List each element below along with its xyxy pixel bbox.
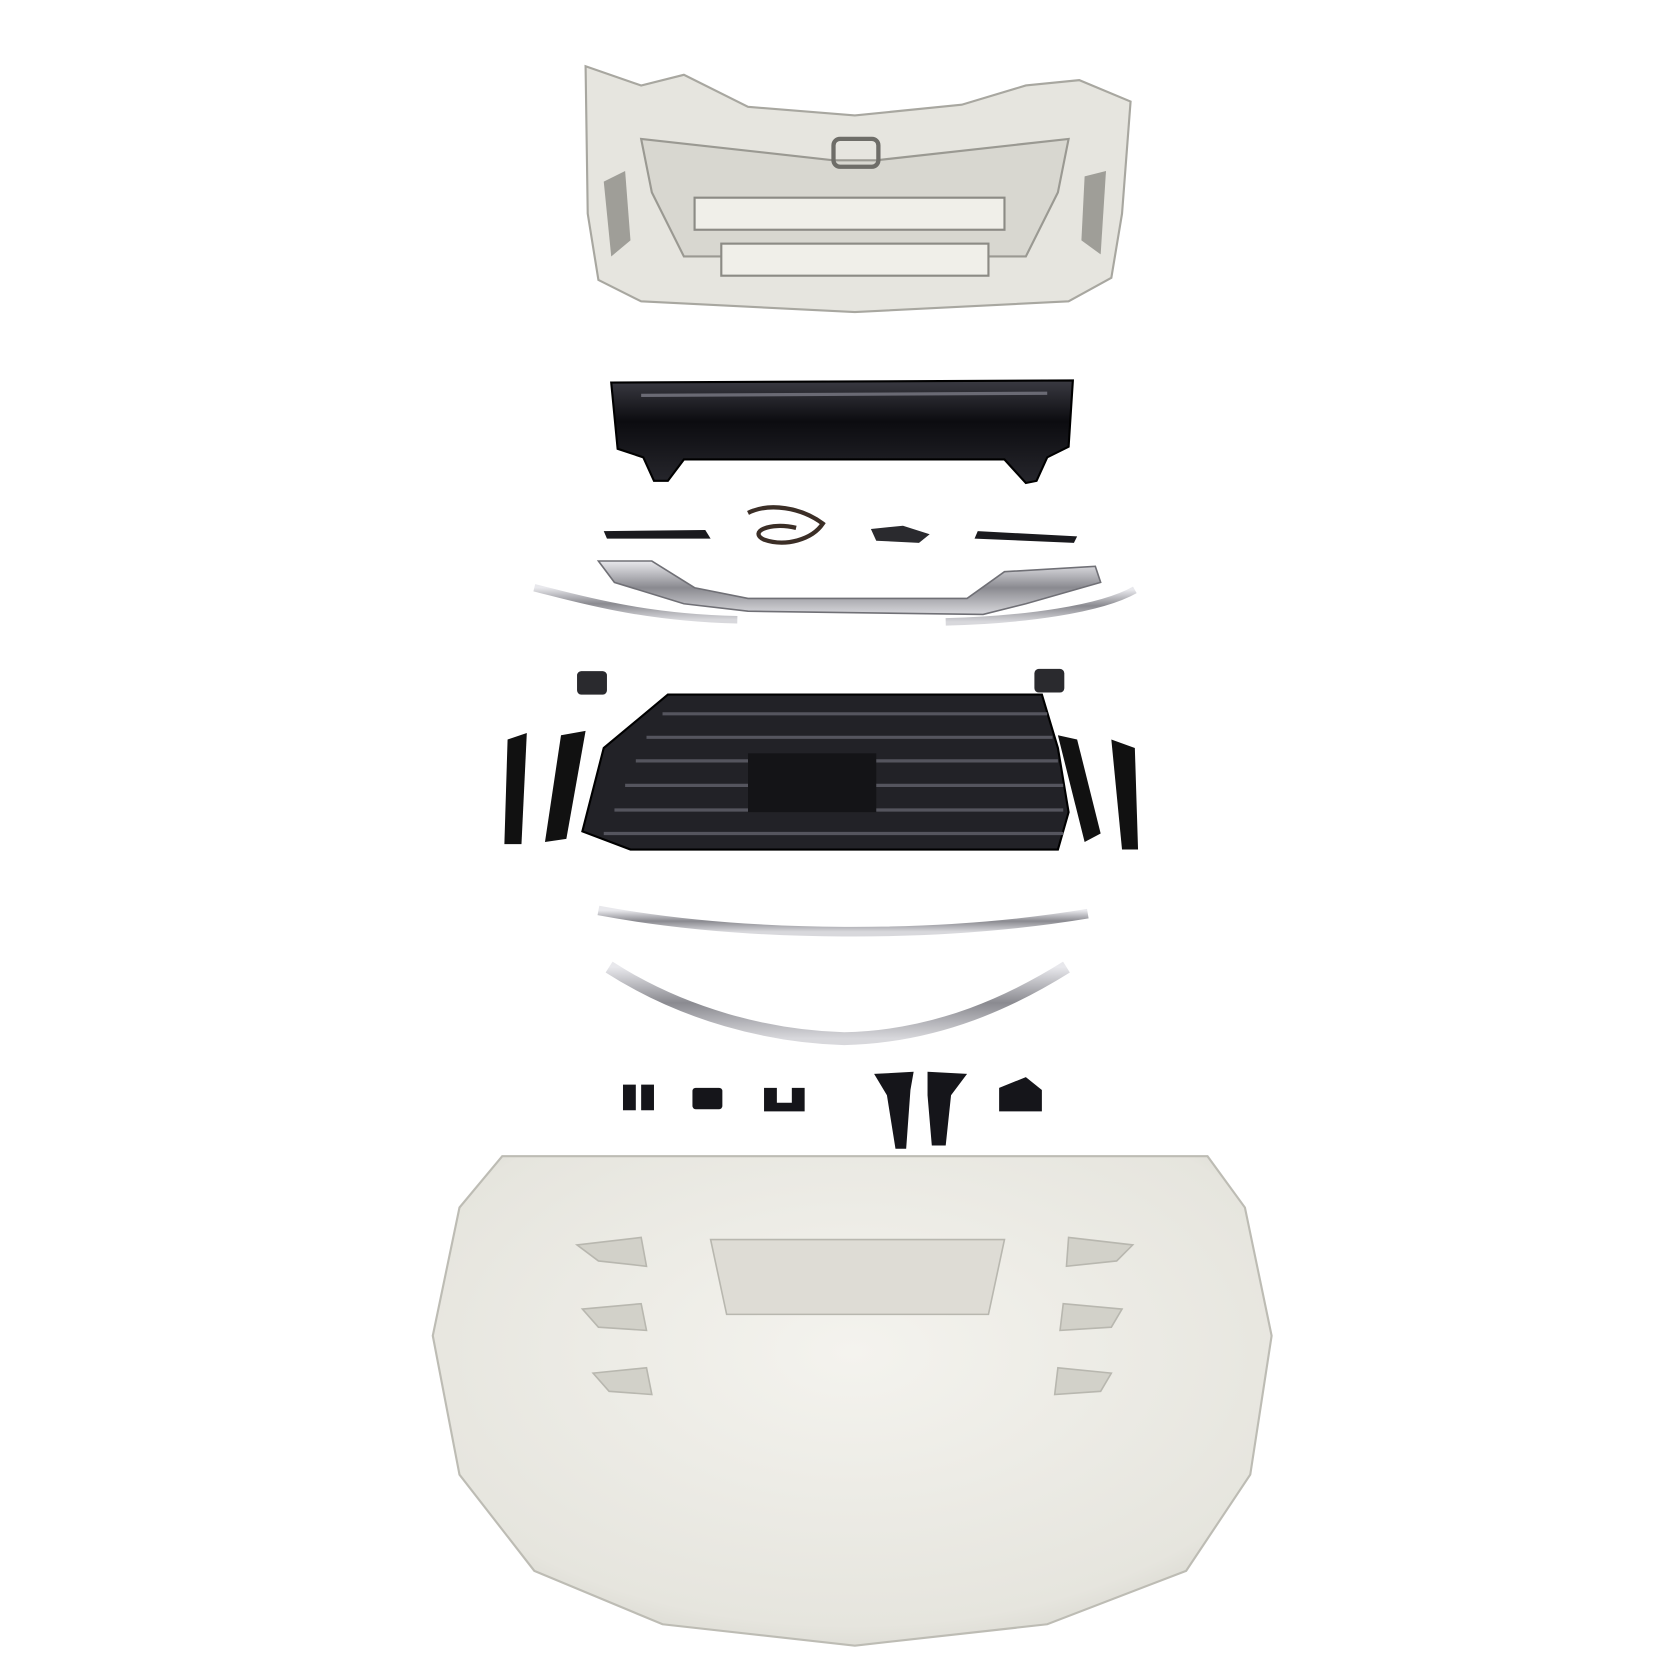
hood [431,1155,1273,1647]
chrome-upper-trims [533,560,1137,626]
fog-light-covers [504,668,1139,850]
gloss-black-lower-bar [610,379,1075,485]
mesh-grille [581,693,1070,851]
front-bumper [584,64,1132,314]
trim-strips-and-wiring [603,505,1078,545]
mounting-brackets [622,1071,1042,1149]
chrome-lower-strips [597,905,1089,1046]
